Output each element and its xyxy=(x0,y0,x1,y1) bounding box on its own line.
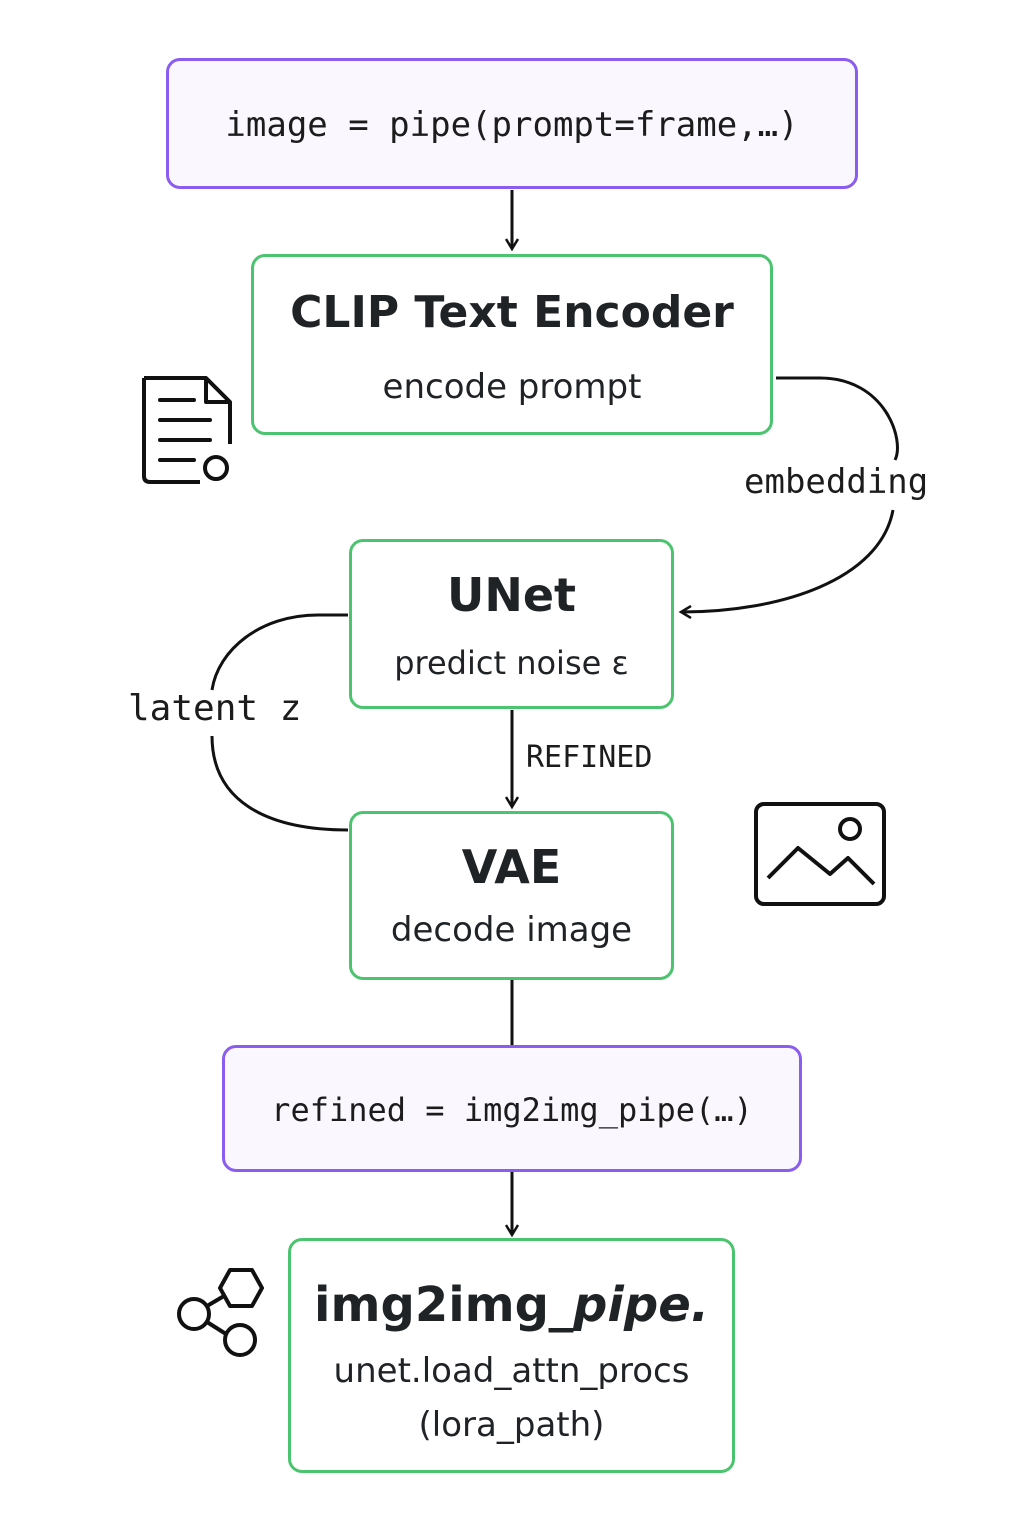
latent-z-label: latent z xyxy=(128,688,302,729)
refined-call-box[interactable]: refined = img2img_pipe(…) xyxy=(222,1045,802,1172)
img2img-pipe-box[interactable]: img2img_pipe. unet.load_attn_procs (lora… xyxy=(288,1238,735,1473)
unet-title: UNet xyxy=(446,568,577,622)
image-icon xyxy=(754,802,886,906)
pipe-call-code: image = pipe(prompt=frame,…) xyxy=(225,105,799,145)
img2img-pipe-title-plain: img2img xyxy=(313,1277,550,1333)
clip-encoder-subtitle: encode prompt xyxy=(382,367,642,407)
clip-encoder-box[interactable]: CLIP Text Encoder encode prompt xyxy=(251,254,773,435)
unet-subtitle: predict noise ε xyxy=(394,644,629,682)
pipe-call-box[interactable]: image = pipe(prompt=frame,…) xyxy=(166,58,858,189)
vae-title: VAE xyxy=(461,840,562,894)
img2img-pipe-line1: unet.load_attn_procs xyxy=(333,1351,690,1391)
img2img-pipe-title-italic: _pipe. xyxy=(549,1277,710,1333)
embedding-label: embedding xyxy=(744,462,929,502)
unet-box[interactable]: UNet predict noise ε xyxy=(349,539,674,709)
refined-call-code: refined = img2img_pipe(…) xyxy=(271,1091,753,1129)
vae-subtitle: decode image xyxy=(390,910,633,950)
vae-box[interactable]: VAE decode image xyxy=(349,811,674,980)
document-icon xyxy=(142,376,232,484)
network-icon xyxy=(177,1268,264,1357)
clip-encoder-title: CLIP Text Encoder xyxy=(290,287,734,338)
img2img-pipe-line2: (lora_path) xyxy=(418,1405,605,1445)
refined-edge-label: REFINED xyxy=(526,740,653,775)
img2img-pipe-title: img2img_pipe. xyxy=(291,1277,732,1333)
latent-loop xyxy=(210,613,348,691)
arrow-clip-to-unet xyxy=(776,376,899,461)
